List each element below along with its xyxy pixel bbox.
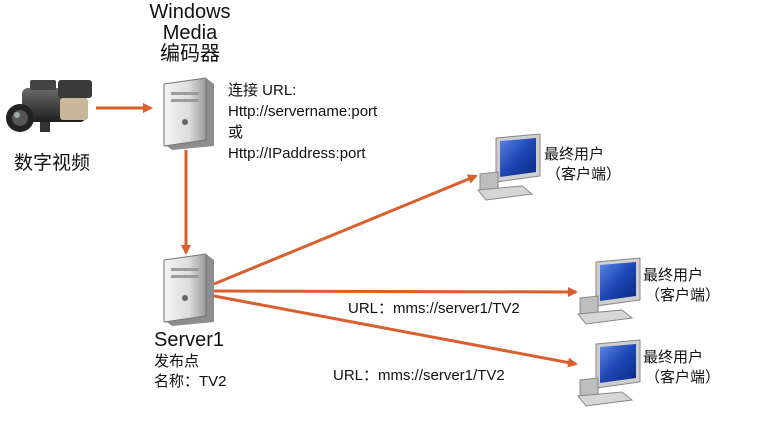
encoder-title-line1: Windows [149,1,231,23]
encoder-server-icon [163,77,214,150]
client-label: 最终用户 （客户端） [643,348,720,388]
arrow-server-to-client-2 [213,286,578,297]
encoder-title-line3: 编码器 [160,43,220,65]
connection-url-ip: Http://IPaddress:port [228,145,366,162]
desktop-computer-icon [477,133,541,201]
video-camera-icon [6,80,92,132]
connection-info: 连接 URL: Http://servername:port 或 Http://… [228,80,377,164]
client-title: 最终用户 [643,267,704,284]
server-name: Server1 [154,329,225,351]
connection-heading: 连接 URL: [228,82,297,99]
client-subtitle: （客户端） [546,166,622,183]
arrow-server-to-client-3 [213,294,578,368]
connection-url-hostname: Http://servername:port [228,103,378,120]
client-title: 最终用户 [643,349,704,366]
encoder-title-line2: Media [162,22,218,44]
server-info: Server1 发布点 名称：TV2 [154,328,227,392]
client-label: 最终用户 （客户端） [544,145,621,185]
client-subtitle: （客户端） [645,369,721,386]
camera-label: 数字视频 [14,153,91,174]
client-title: 最终用户 [544,146,605,163]
client-subtitle: （客户端） [645,287,721,304]
server-role: 发布点 [154,353,200,370]
arrow-server-to-client-1 [213,174,478,286]
encoder-title: Windows Media 编码器 [138,2,242,65]
desktop-computer-icon [577,257,641,325]
desktop-computer-icon [577,339,641,407]
client-label: 最终用户 （客户端） [643,266,720,306]
publishing-point-name: 名称：TV2 [154,373,227,390]
stream-url-label: URL：mms://server1/TV2 [348,300,520,317]
stream-url-label: URL：mms://server1/TV2 [333,367,505,384]
connection-or: 或 [228,124,244,141]
server-tower-icon [163,253,214,326]
